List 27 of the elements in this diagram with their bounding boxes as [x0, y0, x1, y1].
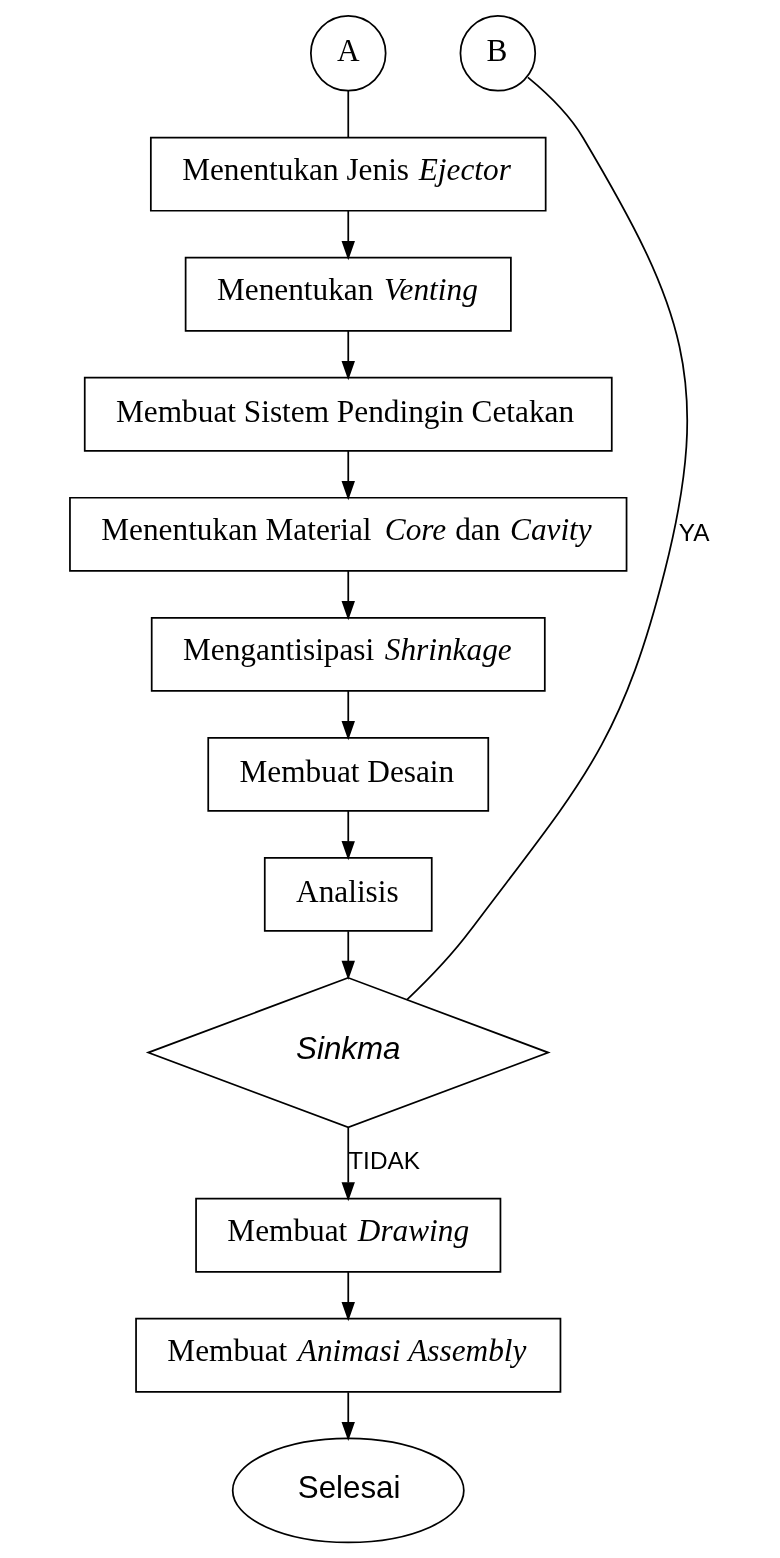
arrow: [341, 810, 355, 861]
node-box: Analisis: [263, 856, 433, 932]
arrow: [341, 570, 355, 621]
arrow: [341, 1126, 355, 1202]
node-box: Menentukan Material Core dan Cavity: [69, 496, 628, 572]
node-box: Menentukan Venting: [184, 256, 512, 332]
arrow: [341, 450, 355, 501]
node-box: Membuat Sistem Pendingin Cetakan: [83, 376, 613, 452]
arrow: [341, 330, 355, 381]
edge-label: TIDAK: [348, 1147, 420, 1175]
node-box: Membuat Desain: [207, 736, 490, 812]
connector: [347, 90, 350, 139]
node-box: Mengantisipasi Shrinkage: [150, 616, 546, 692]
node-ellipse: Selesai: [231, 1437, 465, 1544]
node-box: Membuat Animasi Assembly: [135, 1317, 562, 1393]
connector: [406, 76, 689, 1001]
arrow: [341, 930, 355, 980]
node-circle: A: [310, 15, 387, 92]
arrow: [341, 1391, 355, 1442]
arrow: [341, 1271, 355, 1322]
node-box: Menentukan Jenis Ejector: [149, 136, 547, 212]
arrow: [341, 690, 355, 741]
arrow: [341, 210, 355, 261]
node-diamond: Sinkma: [145, 976, 551, 1129]
node-circle: B: [459, 15, 537, 92]
node-box: Membuat Drawing: [195, 1197, 502, 1273]
edge-label: YA: [678, 518, 710, 546]
